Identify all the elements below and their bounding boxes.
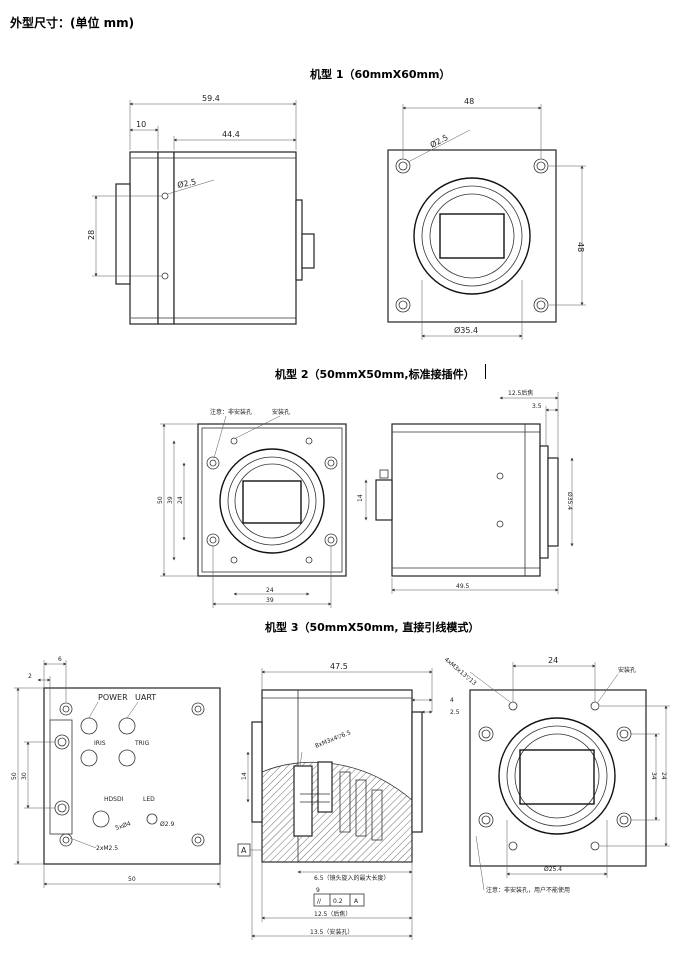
m2-h-mid: 39 (167, 496, 174, 504)
m3-h30: 30 (21, 772, 28, 780)
m3-sec-tol-sym: // (317, 898, 322, 905)
m2-side-lens: Ø35.4 (566, 492, 573, 510)
m3-front-h24: 24 (660, 772, 667, 780)
m3-power-label: POWER (98, 693, 128, 702)
model-3-section-view: 8xM3x4▽6.5 47.5 4 2.5 14 A 6.5（镜头旋入的最大长度… (237, 662, 460, 940)
m3-front-h34: 34 (650, 772, 657, 780)
m2-side-d1: 12.5后焦 (508, 389, 533, 397)
m3-front-lens: Ø25.4 (544, 866, 562, 873)
m2-side-h14: 14 (357, 494, 364, 502)
m3-h50: 50 (11, 772, 18, 780)
m1-front-lens: Ø35.4 (454, 325, 478, 335)
m2-h-inner: 24 (177, 496, 184, 504)
m3-top2: 2 (28, 673, 32, 680)
m3-front-mount-label: 安装孔 (618, 666, 636, 674)
model-2-title: 机型 2（50mmX50mm,标准接插件） (275, 368, 475, 381)
model-1-title: 机型 1（60mmX60mm） (310, 68, 451, 81)
model-2-front-view: 注意：非安装孔 安装孔 50 39 24 24 39 (157, 408, 347, 608)
m1-side-hole: Ø2.5 (176, 176, 197, 190)
m3-hole-big: 5xØ4 (114, 820, 131, 832)
page-title: 外型尺寸：(单位 mm) (10, 16, 135, 30)
model-3-title: 机型 3（50mmX50mm, 直接引线模式） (265, 621, 480, 634)
m1-front-hole: Ø2.5 (428, 132, 449, 150)
m2-mount-label: 安装孔 (272, 408, 290, 416)
m3-screw: 2xM2.5 (96, 845, 118, 852)
m3-front-w24: 24 (548, 656, 558, 665)
m3-sec-note65: 6.5（镜头旋入的最大长度） (314, 874, 390, 882)
m3-sec-length: 47.5 (330, 662, 348, 671)
m1-side-body: 44.4 (222, 130, 240, 139)
m3-front-note: 注意：非安装孔，用户不能使用 (486, 886, 570, 894)
m1-side-height: 28 (87, 230, 96, 240)
m3-sec-d135: 13.5（安装孔） (310, 928, 353, 936)
m3-sec-d4: 4 (450, 697, 454, 704)
text-cursor (485, 364, 486, 379)
m3-hdsdi-label: HDSDI (104, 796, 124, 803)
model-3-front-view: 4xM3x13▽13 24 安装孔 34 24 Ø25.4 注意：非安装孔，用户… (443, 656, 670, 894)
m2-note: 注意：非安装孔 (210, 408, 252, 416)
m3-w50: 50 (128, 876, 136, 883)
m1-front-height: 48 (576, 242, 585, 252)
model-3-back-view: POWER UART IRIS TRIG HDSDI LED 5xØ4 Ø2.9… (11, 656, 221, 888)
m3-iris-label: IRIS (94, 740, 106, 747)
m2-w-outer: 39 (266, 597, 274, 604)
m3-led-label: LED (143, 796, 155, 803)
m3-uart-label: UART (135, 693, 156, 702)
m3-sec-h14: 14 (241, 772, 248, 780)
m3-sec-datum: A (241, 846, 247, 855)
m3-sec-d9: 9 (316, 887, 320, 894)
model-1-side-view: 59.4 10 44.4 28 Ø2.5 (87, 94, 315, 325)
m1-front-width: 48 (464, 97, 474, 106)
m1-side-overall: 59.4 (202, 94, 220, 103)
m2-side-length: 49.5 (456, 583, 470, 590)
model-2-side-view: 12.5后焦 3.5 14 Ø35.4 49.5 (357, 389, 574, 594)
m3-front-thread: 4xM3x13▽13 (443, 656, 478, 687)
m1-side-front: 10 (136, 120, 146, 129)
m3-sec-tol-val: 0.2 (333, 898, 343, 905)
m3-sec-d125: 12.5（后焦） (314, 910, 351, 918)
m3-sec-tol-ref: A (354, 898, 359, 905)
m2-w-inner: 24 (266, 587, 274, 594)
m2-side-d2: 3.5 (532, 403, 542, 410)
m3-trig-label: TRIG (134, 740, 150, 747)
m3-hole-small: Ø2.9 (160, 821, 174, 828)
m3-sec-d25: 2.5 (450, 709, 460, 716)
m3-top6: 6 (58, 656, 62, 663)
model-1-front-view: 48 48 Ø2.5 Ø35.4 (387, 97, 586, 340)
m2-h-outer: 50 (157, 496, 164, 504)
